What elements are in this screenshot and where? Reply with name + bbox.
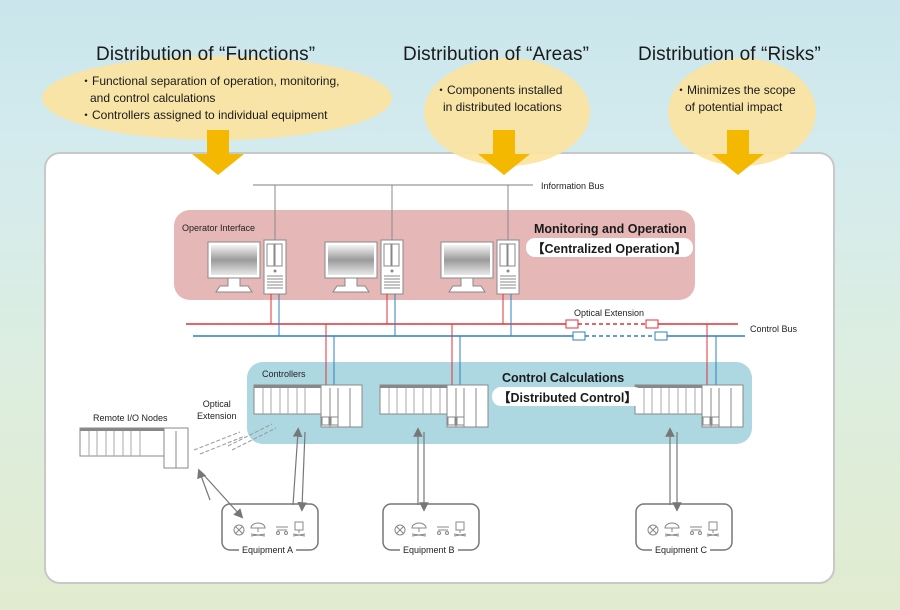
equipment-a-label: Equipment A: [239, 545, 297, 555]
functions-bullets: ・Functional separation of operation, mon…: [80, 73, 339, 124]
workstation: [440, 239, 520, 295]
areas-bullets: ・Components installed in distributed loc…: [435, 82, 562, 116]
bullet-line: of potential impact: [685, 100, 783, 114]
down-arrow-icon: [712, 130, 764, 175]
bubble-functions: [42, 56, 392, 140]
information-bus-label: Information Bus: [541, 181, 605, 191]
remote-io-rack: [79, 427, 189, 469]
optical-link: [193, 423, 277, 455]
workstation: [324, 239, 404, 295]
down-arrow-icon: [192, 130, 244, 175]
bullet-line: ・Minimizes the scope: [675, 83, 796, 97]
controllers-label: Controllers: [262, 369, 306, 379]
io-arrows: [197, 427, 682, 519]
controller-rack: [634, 384, 744, 428]
risks-bullets: ・Minimizes the scope of potential impact: [675, 82, 796, 116]
information-bus: [253, 184, 533, 250]
equipment-box-c: [635, 503, 733, 551]
controller-zone-subtitle: 【Distributed Control】: [492, 387, 643, 406]
controller-zone-title: Control Calculations: [502, 371, 625, 385]
operator-zone-title: Monitoring and Operation: [534, 222, 687, 236]
remote-optical-line-1: Optical: [202, 399, 231, 409]
optical-extension-label: Optical Extension: [574, 308, 645, 318]
bullet-line: in distributed locations: [443, 100, 562, 114]
equipment-box-a: [221, 503, 319, 551]
bullet-line: and control calculations: [90, 91, 216, 105]
bullet-line: ・Controllers assigned to individual equi…: [80, 108, 328, 122]
heading-risks: Distribution of “Risks”: [638, 44, 821, 65]
workstation: [207, 239, 287, 295]
bullet-line: ・Components installed: [435, 83, 563, 97]
equipment-box-b: [382, 503, 480, 551]
down-arrow-icon: [478, 130, 530, 175]
operator-interface-label: Operator Interface: [182, 223, 256, 233]
controller-rack: [379, 384, 489, 428]
equipment-c-label: Equipment C: [652, 545, 711, 555]
control-bus-label: Control Bus: [750, 324, 798, 334]
remote-optical-line-2: Extension: [197, 411, 237, 421]
equipment-b-label: Equipment B: [400, 545, 458, 555]
control-bus: [186, 294, 745, 386]
bullet-line: ・Functional separation of operation, mon…: [80, 74, 340, 88]
heading-functions: Distribution of “Functions”: [96, 44, 316, 65]
operator-zone-subtitle: 【Centralized Operation】: [526, 238, 693, 257]
heading-areas: Distribution of “Areas”: [403, 44, 590, 65]
controller-rack: [253, 384, 363, 428]
remote-io-label: Remote I/O Nodes: [93, 413, 168, 423]
remote-optical-label: Optical Extension: [197, 398, 237, 422]
